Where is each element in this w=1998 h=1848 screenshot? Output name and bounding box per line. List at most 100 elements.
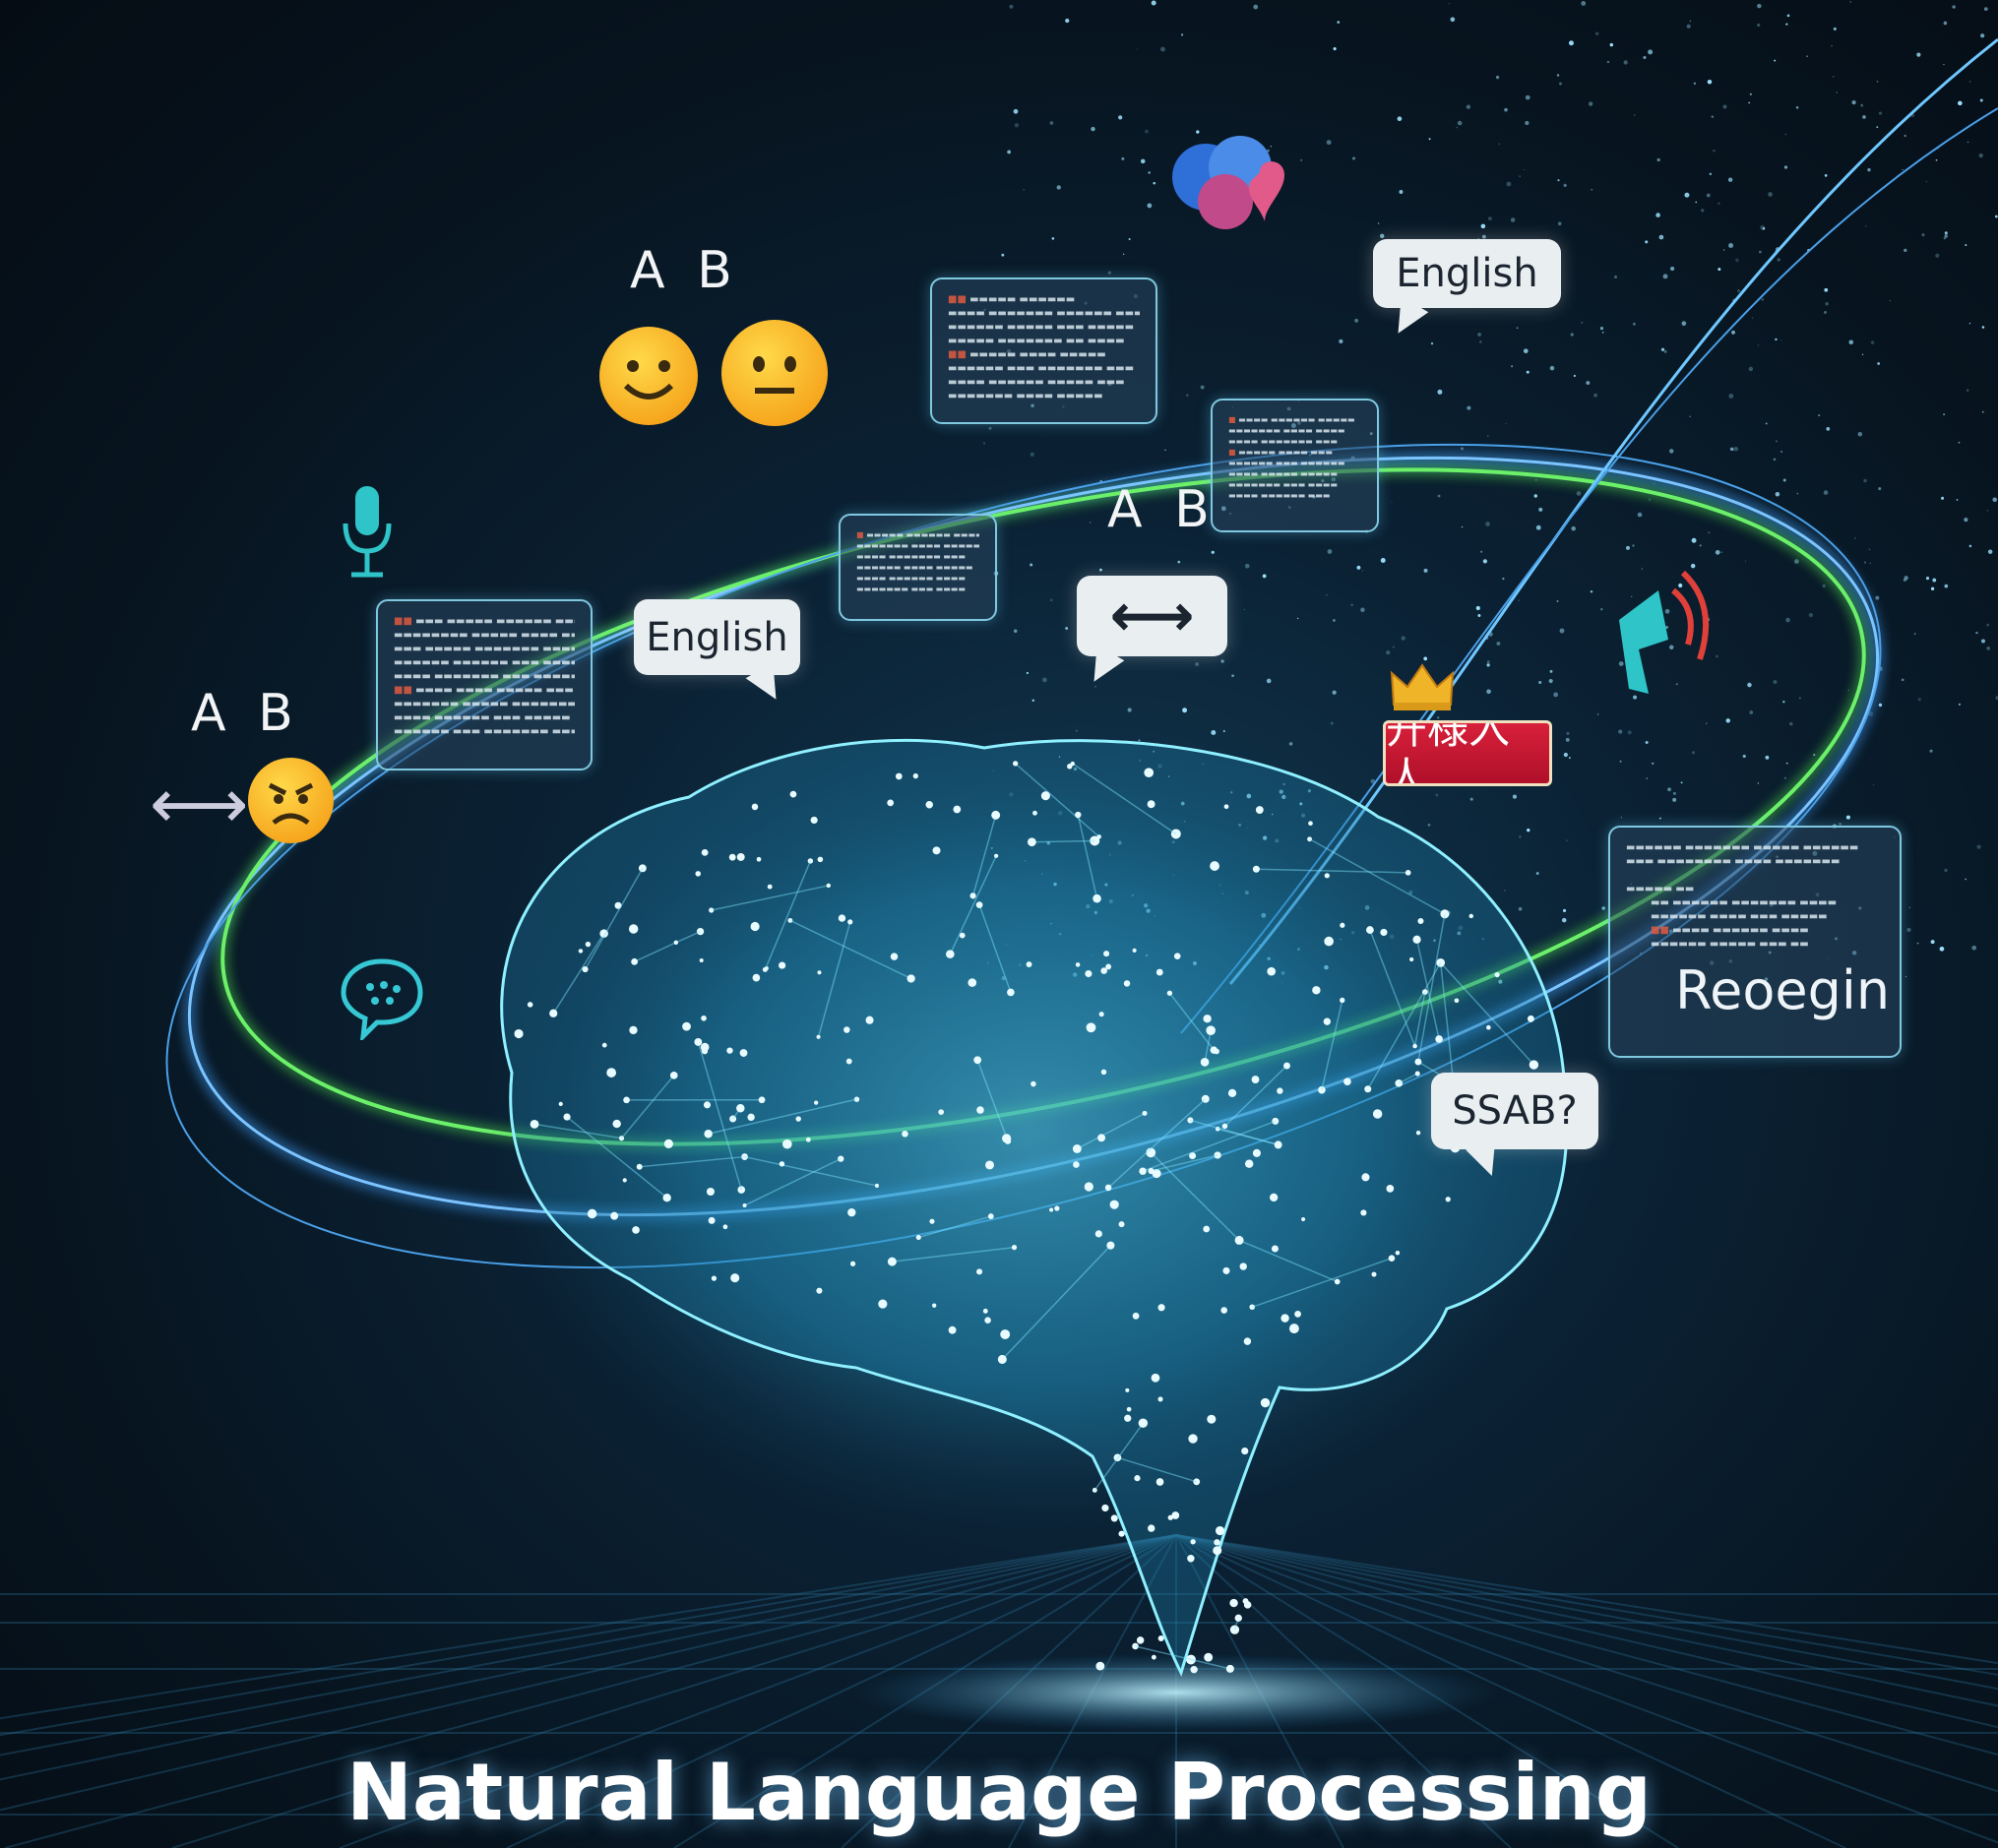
star	[1669, 645, 1674, 649]
neural-node	[969, 893, 976, 899]
grid-line	[1175, 1534, 1998, 1793]
neural-node	[1234, 1235, 1244, 1245]
star	[1581, 1, 1587, 6]
star	[1618, 661, 1624, 666]
star	[1705, 722, 1708, 725]
star	[1863, 561, 1867, 564]
neural-node	[1214, 1539, 1220, 1546]
neural-link	[1256, 868, 1408, 874]
neural-node	[1134, 1475, 1141, 1482]
star	[1477, 614, 1481, 617]
neural-node	[1201, 1094, 1210, 1103]
star	[1482, 234, 1486, 239]
star	[1776, 440, 1778, 443]
neural-node	[1142, 1110, 1148, 1116]
neural-node	[1343, 1078, 1351, 1086]
star	[1747, 682, 1752, 688]
bidirectional-arrow-icon: ⟷	[150, 764, 249, 844]
neural-node	[1372, 1109, 1383, 1119]
grid-line	[1175, 1534, 1998, 1677]
neural-node	[932, 846, 941, 855]
neural-node	[1414, 1058, 1422, 1066]
star	[1761, 298, 1765, 301]
star	[1757, 344, 1760, 346]
neural-node	[563, 1113, 571, 1121]
brain-outline	[500, 738, 1568, 1678]
star	[1965, 878, 1967, 881]
star	[1824, 310, 1827, 314]
star	[1901, 678, 1904, 682]
star	[1140, 158, 1146, 164]
neural-node	[1417, 917, 1424, 925]
neural-link	[533, 1123, 622, 1140]
star	[1423, 656, 1428, 661]
neural-node	[1040, 791, 1050, 801]
neural-node	[1113, 1453, 1122, 1462]
star	[1695, 201, 1698, 204]
neural-node	[997, 1354, 1007, 1364]
star	[1902, 168, 1904, 171]
neural-link	[1150, 1151, 1240, 1241]
neural-node	[1412, 935, 1421, 944]
star	[1031, 699, 1034, 702]
star	[1646, 777, 1649, 780]
neural-node	[585, 941, 592, 948]
neural-node	[987, 1213, 994, 1219]
grid-line	[0, 1534, 1177, 1781]
ssab-bubble: SSAB?	[1431, 1073, 1598, 1182]
star	[1427, 824, 1431, 827]
neural-node	[1222, 1266, 1230, 1274]
star	[1488, 216, 1492, 221]
star	[1118, 115, 1123, 120]
neural-node	[1214, 1151, 1221, 1159]
star	[1680, 781, 1683, 784]
neural-node	[779, 1161, 785, 1167]
star	[1633, 695, 1638, 700]
star	[1300, 158, 1303, 161]
text-panel-left: ■■ ▬▬▬ ▬▬▬▬▬ ▬▬▬▬▬▬ ▬▬▬▬▬▬▬▬▬▬▬▬ ▬▬▬▬▬ ▬…	[376, 599, 593, 770]
star	[1867, 167, 1871, 172]
neural-node	[838, 914, 846, 922]
neural-node	[736, 852, 745, 861]
star	[1487, 435, 1489, 437]
star	[1049, 121, 1054, 125]
star	[1571, 525, 1576, 531]
star	[1065, 627, 1069, 630]
star	[1788, 721, 1793, 726]
star	[1944, 231, 1948, 235]
star	[1968, 81, 1971, 83]
neural-node	[1132, 1642, 1139, 1650]
star	[1777, 258, 1780, 262]
neural-node	[1422, 989, 1428, 995]
star	[1594, 31, 1599, 35]
neural-link	[1309, 838, 1446, 915]
neural-node	[739, 1049, 748, 1057]
neural-node	[1274, 1140, 1282, 1149]
star	[1930, 586, 1935, 590]
star	[1632, 544, 1635, 547]
neural-node	[578, 949, 584, 954]
star	[1822, 584, 1826, 588]
star	[1637, 512, 1643, 518]
star	[1678, 583, 1683, 588]
star	[1925, 577, 1930, 581]
star	[1632, 322, 1636, 326]
neural-node	[991, 810, 1001, 820]
neural-link	[552, 933, 605, 1015]
star	[1786, 14, 1790, 18]
star	[1980, 639, 1985, 644]
neural-node	[1239, 1263, 1247, 1270]
neural-node	[849, 1261, 856, 1266]
star	[1904, 248, 1907, 252]
star	[1904, 134, 1906, 138]
star	[1556, 599, 1559, 603]
star	[1870, 340, 1875, 344]
neural-node	[741, 1153, 748, 1160]
neural-node	[1280, 1314, 1289, 1323]
neural-node	[1270, 1193, 1279, 1202]
star	[1818, 414, 1821, 417]
neural-node	[1085, 969, 1093, 978]
star	[1967, 141, 1969, 144]
neural-node	[662, 1194, 671, 1202]
star	[1876, 81, 1879, 83]
